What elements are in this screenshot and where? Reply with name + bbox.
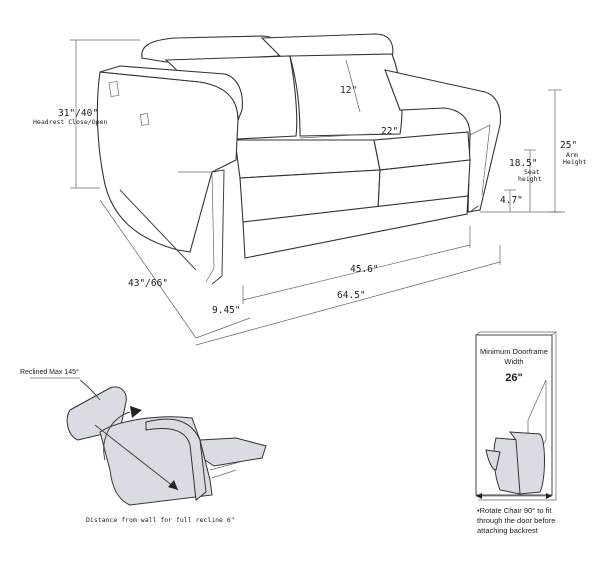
doorframe-note-2: through the door before [477,516,555,525]
leg-height-label: 4.7" [500,195,523,206]
doorframe-title-2: Width [504,357,523,366]
arm-width-label: 9.45" [212,305,241,316]
depth-label: 43"/66" [128,278,168,289]
reclined-max-label: Reclined Max 145° [20,368,79,376]
sofa-dimension-lines [70,39,565,346]
total-width-label: 64.5" [337,290,366,301]
sofa-drawing [96,33,502,285]
arm-height-label-1: Arm [566,151,578,159]
doorframe-note-1: •Rotate Chair 90° to fit [477,506,552,515]
recliner-drawing [30,377,267,506]
doorframe-title-1: Minimum Doorframe [480,347,548,356]
headrest-height-value: 31"/40" [58,108,98,119]
seat-height-label-2: height [518,175,542,183]
arm-height-label-2: Height [563,158,587,166]
arm-height-value: 25" [560,140,577,151]
seat-height-label-1: Seat [524,168,540,176]
seat-width-label: 22" [381,126,398,137]
wall-distance-label: Distance from wall for full recline 6" [86,516,235,524]
doorframe-note-3: attaching backrest [477,526,539,535]
cushion-depth-label: 12" [340,85,357,96]
doorframe-width-value: 26" [505,372,522,384]
inner-width-label: 45.6" [350,264,379,275]
doorframe-drawing [475,331,557,501]
seat-height-value: 18.5" [509,158,538,169]
headrest-height-label: Headrest Close/Open [33,118,107,126]
